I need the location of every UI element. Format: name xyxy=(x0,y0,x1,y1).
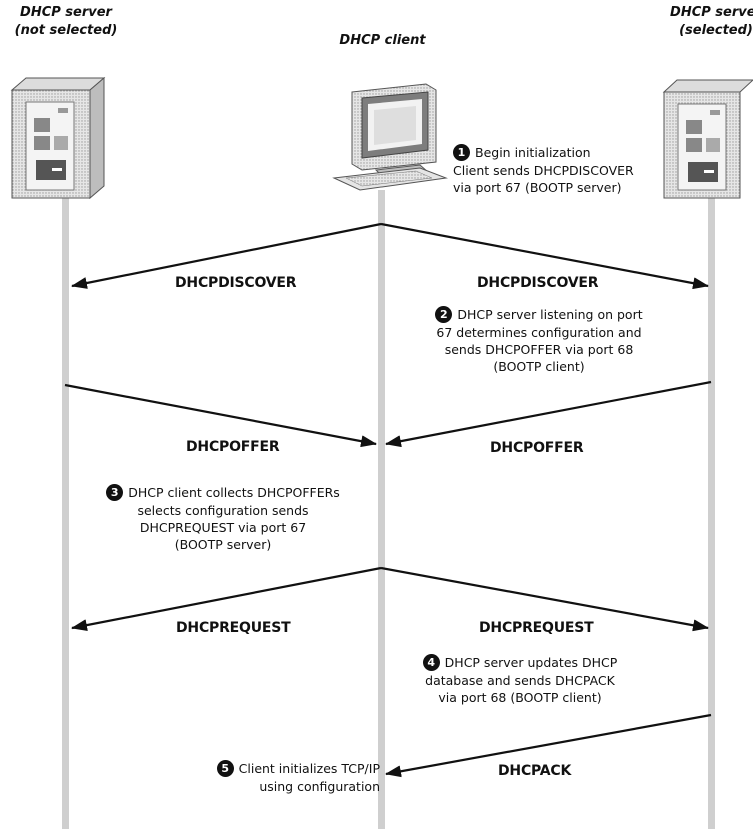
lifeline-right xyxy=(708,185,715,829)
client-computer-icon xyxy=(332,83,448,191)
arrow-request-left xyxy=(71,566,382,632)
label-offer-right: DHCPOFFER xyxy=(490,440,584,456)
node-title-left: DHCP server (not selected) xyxy=(14,5,118,38)
arrow-offer-right xyxy=(385,380,712,448)
node-title-right: DHCP server (selected) xyxy=(670,5,753,38)
lifeline-left xyxy=(62,175,69,829)
arrow-discover-right xyxy=(380,222,709,290)
arrow-request-right xyxy=(380,566,709,632)
step-number-badge: 1 xyxy=(453,144,470,161)
arrow-offer-left xyxy=(64,383,377,448)
step-number-badge: 5 xyxy=(216,760,234,777)
label-request-left: DHCPREQUEST xyxy=(176,620,291,636)
step-number-badge: 3 xyxy=(106,484,124,501)
node-title-center: DHCP client xyxy=(339,33,426,48)
arrow-discover-left xyxy=(71,222,382,289)
label-request-right: DHCPREQUEST xyxy=(479,620,594,636)
step-number-badge: 2 xyxy=(435,306,453,323)
label-offer-left: DHCPOFFER xyxy=(186,439,280,455)
label-discover-right: DHCPDISCOVER xyxy=(477,275,599,291)
label-ack: DHCPACK xyxy=(498,763,572,779)
server-right-icon xyxy=(662,79,753,199)
label-discover-left: DHCPDISCOVER xyxy=(175,275,297,291)
server-left-icon xyxy=(10,76,106,200)
step-number-badge: 4 xyxy=(422,654,440,671)
arrow-ack xyxy=(385,713,712,778)
lifeline-center xyxy=(378,190,385,829)
